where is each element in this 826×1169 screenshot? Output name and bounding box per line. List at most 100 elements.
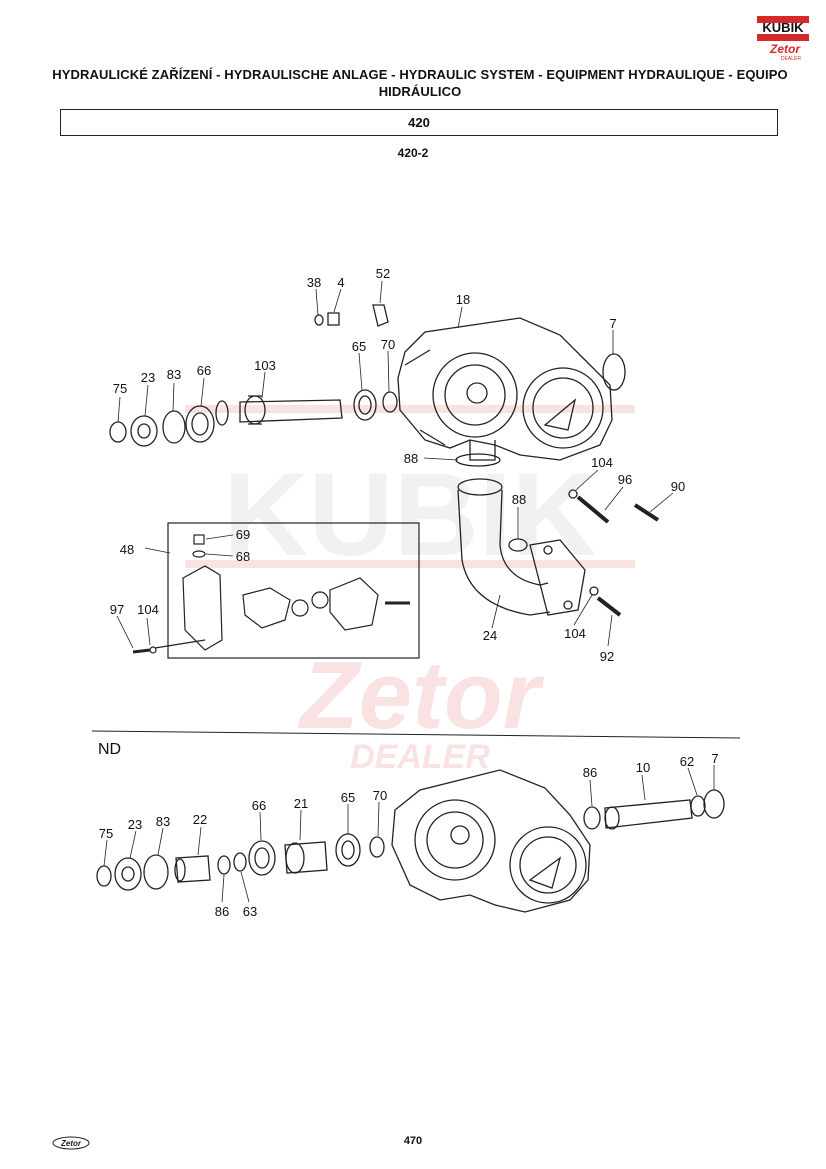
bearing-65-nd: [335, 833, 361, 867]
callout-18: 18: [456, 292, 470, 307]
gear-21: [284, 841, 328, 874]
callout-nd-83: 83: [156, 814, 170, 829]
callout-92: 92: [600, 649, 614, 664]
callout-70: 70: [381, 337, 395, 352]
ring-86-nd-b: [217, 855, 231, 875]
callout-69: 69: [236, 527, 250, 542]
cover-23-nd: [114, 857, 142, 891]
o-ring-7-nd: [703, 789, 725, 819]
callout-nd-66: 66: [252, 798, 266, 813]
callout-75: 75: [113, 381, 127, 396]
washer-38: [314, 314, 324, 326]
washer-104b: [589, 586, 599, 596]
footer-logo-text: Zetor: [60, 1139, 82, 1148]
leader-lines: [103, 280, 715, 903]
callout-4: 4: [337, 275, 344, 290]
washer-68: [192, 550, 206, 558]
pump-housing: [397, 317, 613, 461]
sleeve-22: [175, 855, 211, 883]
callout-nd-75: 75: [99, 826, 113, 841]
logo-sub-text: Zetor: [769, 42, 801, 56]
seal-66-nd: [248, 840, 276, 876]
callout-88b: 88: [512, 492, 526, 507]
callout-nd-65: 65: [341, 790, 355, 805]
ring-86-nd: [583, 806, 601, 830]
ring-70: [382, 391, 398, 413]
callout-68: 68: [236, 549, 250, 564]
callout-24: 24: [483, 628, 497, 643]
subsection-number: 420-2: [397, 146, 429, 160]
ring-62: [690, 795, 706, 817]
callout-52: 52: [376, 266, 390, 281]
bolt-92: [596, 596, 622, 617]
callout-nd-7: 7: [711, 751, 718, 766]
logo-brand-text: KUBIK: [762, 20, 804, 35]
footer-zetor-logo: Zetor: [52, 1136, 90, 1150]
ring-70-nd: [369, 836, 385, 858]
gear-plate: [242, 587, 291, 629]
pump-housing-nd: [391, 769, 591, 913]
callout-90: 90: [671, 479, 685, 494]
section-number: 420: [408, 115, 430, 130]
callout-66: 66: [197, 363, 211, 378]
logo-tag-text: DEALER: [781, 56, 801, 62]
plug-4: [327, 312, 340, 326]
callout-103: 103: [254, 358, 276, 373]
kubik-zetor-logo: KUBIK Zetor DEALER: [757, 16, 809, 62]
callout-65: 65: [352, 339, 366, 354]
o-ring-7: [602, 353, 626, 391]
pump-cover: [182, 565, 223, 651]
callout-96: 96: [618, 472, 632, 487]
plug-69: [193, 534, 205, 545]
callout-nd-70: 70: [373, 788, 387, 803]
ring-83: [162, 410, 186, 444]
top-assembly: [109, 304, 660, 617]
callouts-top: 38 4 52 18 7 103 65 70 75 23 83 66 88 10…: [110, 266, 685, 664]
callout-97: 97: [110, 602, 124, 617]
callouts-bottom: ND 86 10 62 7 66 21 65 70 75 23 83 22 86…: [98, 741, 719, 919]
washer-104: [568, 489, 578, 499]
pump-body: [329, 577, 379, 631]
callout-nd-10: 10: [636, 760, 650, 775]
callout-48: 48: [120, 542, 134, 557]
bolt-90: [633, 503, 660, 522]
callout-104c: 104: [137, 602, 159, 617]
callout-38: 38: [307, 275, 321, 290]
ring-83-nd: [143, 854, 169, 890]
callout-nd-21: 21: [294, 796, 308, 811]
drive-gear-103: [215, 395, 343, 426]
ring-75-nd: [96, 865, 112, 887]
valve-52: [372, 304, 389, 327]
callout-88: 88: [404, 451, 418, 466]
section-number-box: 420: [60, 109, 778, 136]
callout-nd-62: 62: [680, 754, 694, 769]
callout-nd-63: 63: [243, 904, 257, 919]
pump-group-48-inset: [132, 522, 420, 659]
page-number: 470: [403, 1135, 423, 1147]
callout-23: 23: [141, 370, 155, 385]
bolt-96: [576, 495, 610, 524]
bearing-65: [353, 389, 377, 421]
watermark-brand: KUBIK: [223, 449, 597, 581]
callout-7: 7: [609, 316, 616, 331]
variant-label-nd: ND: [98, 741, 121, 758]
watermark-tag: DEALER: [350, 738, 490, 776]
watermark: KUBIK Zetor DEALER: [185, 405, 635, 776]
ring-75: [109, 421, 127, 443]
callout-nd-86: 86: [583, 765, 597, 780]
elbow-pipe-24: [457, 478, 586, 616]
callout-nd-23: 23: [128, 817, 142, 832]
watermark-sub: Zetor: [297, 642, 545, 749]
callout-nd-86b: 86: [215, 904, 229, 919]
section-divider: [91, 730, 741, 739]
callout-104b: 104: [564, 626, 586, 641]
seal-66: [185, 405, 215, 443]
bolt-97: [132, 648, 151, 654]
bottom-assembly: [96, 769, 725, 913]
callout-nd-22: 22: [193, 812, 207, 827]
callout-104: 104: [591, 455, 613, 470]
page-title: HYDRAULICKÉ ZAŘÍZENÍ - HYDRAULISCHE ANLA…: [52, 67, 788, 99]
callout-83: 83: [167, 367, 181, 382]
cover-23: [130, 415, 158, 447]
